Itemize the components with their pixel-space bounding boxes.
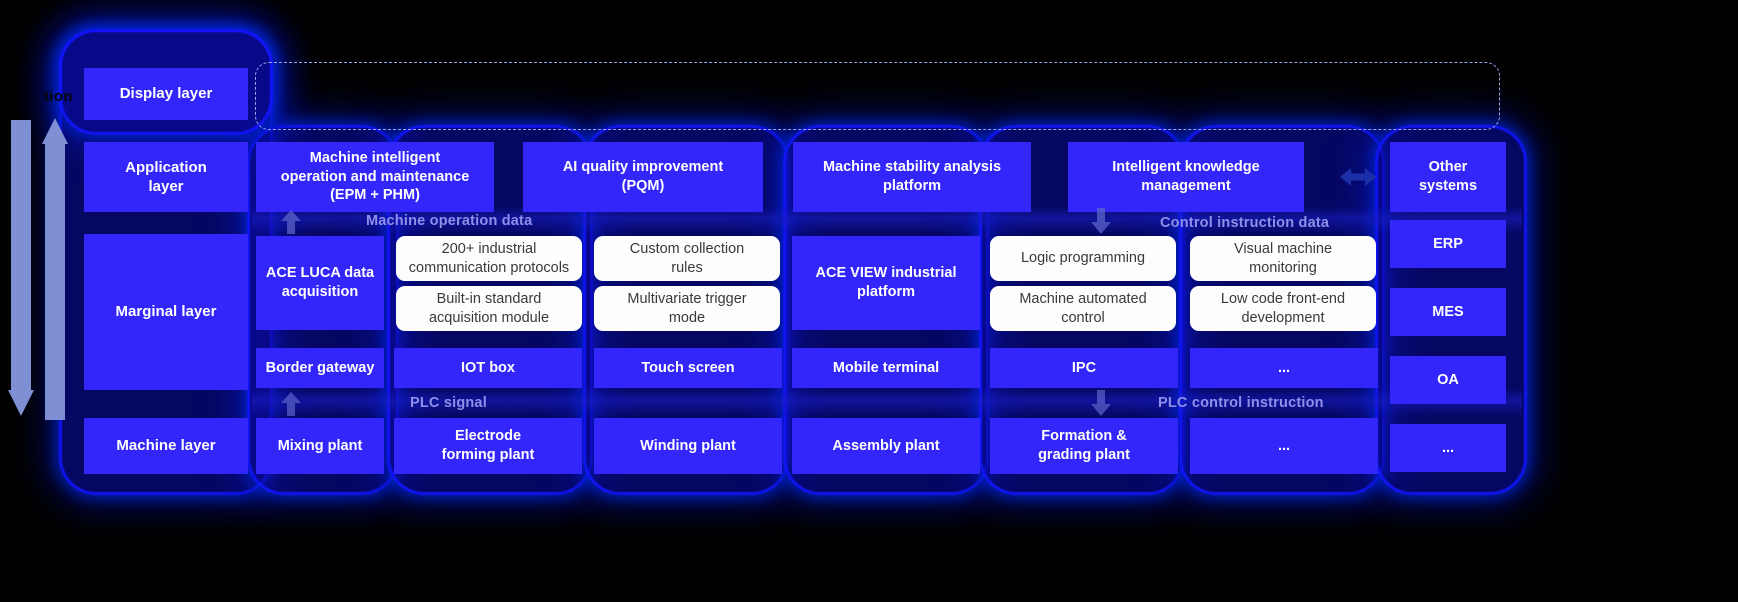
up-arrow — [42, 118, 68, 420]
device-border-gateway[interactable]: Border gateway — [256, 348, 384, 388]
up-arrow-shaft — [45, 143, 65, 420]
device-ipc[interactable]: IPC — [990, 348, 1178, 388]
plc-control-instruction-down-arrow-icon — [1090, 390, 1112, 421]
layer-label-marginal[interactable]: Marginal layer — [84, 234, 248, 390]
device-touch-screen[interactable]: Touch screen — [594, 348, 782, 388]
right-system-mes[interactable]: MES — [1390, 288, 1506, 336]
device-mobile-terminal[interactable]: Mobile terminal — [792, 348, 980, 388]
flow-label-control-instruction-data: Control instruction data — [1160, 215, 1330, 231]
machine-winding-plant[interactable]: Winding plant — [594, 418, 782, 474]
marginal-card-machine-automated-control[interactable]: Machine automated control — [990, 286, 1176, 331]
machine-assembly-plant[interactable]: Assembly plant — [792, 418, 980, 474]
right-system-erp[interactable]: ERP — [1390, 220, 1506, 268]
device-iot-box[interactable]: IOT box — [394, 348, 582, 388]
down-arrow-head — [8, 390, 34, 416]
flow-label-machine-operation-data: Machine operation data — [366, 213, 533, 229]
marginal-card-low-code-front-end-development[interactable]: Low code front-end development — [1190, 286, 1376, 331]
app-box-intelligent-knowledge-management[interactable]: Intelligent knowledge management — [1068, 142, 1304, 212]
layer-label-application[interactable]: Application layer — [84, 142, 248, 212]
flow-label-plc-signal: PLC signal — [410, 395, 487, 411]
marginal-card-multivariate-trigger-mode[interactable]: Multivariate trigger mode — [594, 286, 780, 331]
layer-label-display[interactable]: Display layer — [84, 68, 248, 120]
device-more[interactable]: ... — [1190, 348, 1378, 388]
marginal-ace-luca-data-acquisition[interactable]: ACE LUCA data acquisition — [256, 236, 384, 330]
machine-more[interactable]: ... — [1190, 418, 1378, 474]
app-box-machine-intelligent-om[interactable]: Machine intelligent operation and mainte… — [256, 142, 494, 212]
display-row-dashed-frame — [255, 62, 1500, 130]
down-arrow — [8, 120, 34, 420]
machine-formation-grading-plant[interactable]: Formation & grading plant — [990, 418, 1178, 474]
marginal-card-logic-programming[interactable]: Logic programming — [990, 236, 1176, 281]
layer-label-machine[interactable]: Machine layer — [84, 418, 248, 474]
marginal-card-built-in-standard-module[interactable]: Built-in standard acquisition module — [396, 286, 582, 331]
machine-electrode-forming-plant[interactable]: Electrode forming plant — [394, 418, 582, 474]
control-instruction-data-down-arrow-icon — [1090, 208, 1112, 239]
marginal-card-industrial-protocols[interactable]: 200+ industrial communication protocols — [396, 236, 582, 281]
right-system-oa[interactable]: OA — [1390, 356, 1506, 404]
up-arrow-head — [42, 118, 68, 144]
double-headed-arrow-icon — [1340, 166, 1376, 188]
app-box-machine-stability-analysis[interactable]: Machine stability analysis platform — [793, 142, 1031, 212]
right-system-more[interactable]: ... — [1390, 424, 1506, 472]
marginal-card-custom-collection-rules[interactable]: Custom collection rules — [594, 236, 780, 281]
marginal-ace-view-industrial-platform[interactable]: ACE VIEW industrial platform — [792, 236, 980, 330]
marginal-card-visual-machine-monitoring[interactable]: Visual machine monitoring — [1190, 236, 1376, 281]
machine-operation-data-up-arrow-icon — [280, 210, 302, 239]
app-box-other-systems[interactable]: Other systems — [1390, 142, 1506, 212]
flow-strip-lower — [252, 388, 1522, 416]
down-arrow-shaft — [11, 120, 31, 392]
partial-left-text: tion — [44, 88, 73, 105]
plc-signal-up-arrow-icon — [280, 392, 302, 421]
flow-label-plc-control-instruction: PLC control instruction — [1158, 395, 1324, 411]
app-box-ai-quality-improvement[interactable]: AI quality improvement (PQM) — [523, 142, 763, 212]
machine-mixing-plant[interactable]: Mixing plant — [256, 418, 384, 474]
